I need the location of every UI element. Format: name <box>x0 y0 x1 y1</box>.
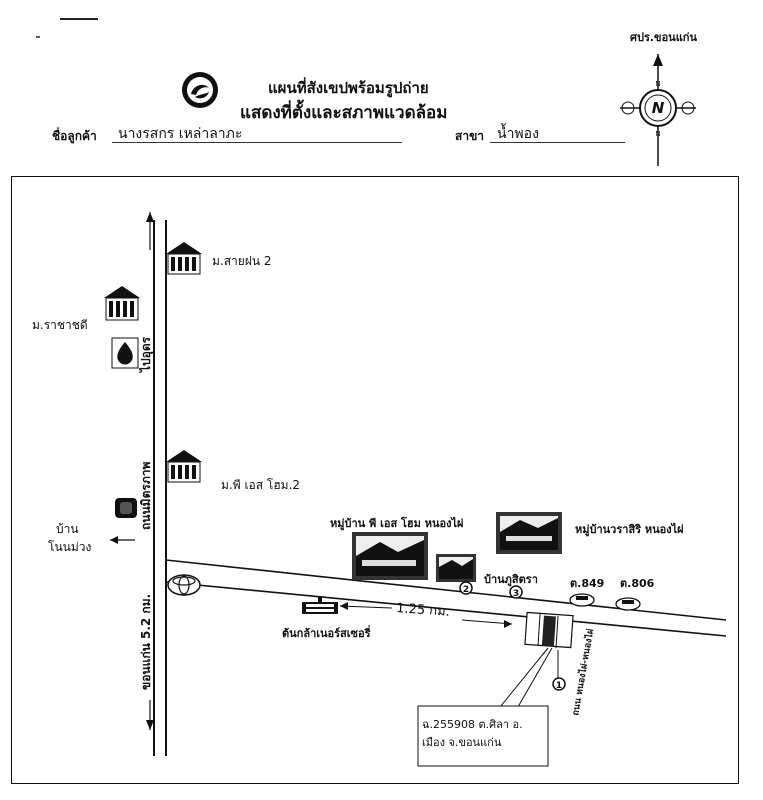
distance-arrow-right-head <box>504 620 512 628</box>
toyota-logo-icon <box>167 574 201 596</box>
photo-pes-home <box>352 532 428 580</box>
deed-box <box>417 705 549 767</box>
subject-plot-hatch <box>541 615 556 647</box>
nongphai-road-label: ถนน หนองไผ่-หนองไผ่ <box>569 628 596 717</box>
customer-value: นางรสกร เหล่าลาภะ <box>118 126 243 142</box>
photo-warasiri <box>496 512 562 554</box>
marker-2-label: 2 <box>463 585 469 595</box>
leader-line-2 <box>514 647 553 713</box>
arrow-north-head <box>146 212 154 222</box>
bank-logo <box>180 70 220 110</box>
deed-line-2: เมือง จ.ขอนแก่น <box>422 736 502 749</box>
distance-label: 1.25 กม. <box>396 601 451 620</box>
label-nursery: ต้นกล้าเนอร์สเซอรี่ <box>282 627 371 640</box>
scan-marks <box>60 18 98 20</box>
compass-north-label: N <box>652 99 665 117</box>
arrow-south-head <box>146 720 154 730</box>
marker-3-label: 3 <box>513 589 519 599</box>
branch-underline <box>490 142 625 143</box>
subject-plot-divider-2 <box>555 615 559 649</box>
office-label: ศปร.ขอนแก่น <box>630 31 697 44</box>
mitraphap-road-label: ถนนมิตรภาพ <box>139 462 153 530</box>
school-icon-rachasdi <box>104 286 140 321</box>
label-village-rachasdi: ม.ราชาชดี <box>32 318 88 332</box>
nursery-icon <box>302 596 338 614</box>
compass-mark-bottom: N <box>655 130 660 138</box>
map-title-line1: แผนที่สังเขปพร้อมรูปถ่าย <box>268 79 429 97</box>
leader-line-1 <box>495 647 549 713</box>
compass-rose-icon: N N N <box>618 50 698 170</box>
distance-arrow-right <box>461 619 513 625</box>
car-icon-806 <box>615 597 641 611</box>
marker-2: 2 <box>459 581 473 595</box>
label-plot-849: ต.849 <box>570 577 605 590</box>
label-ban-phusidra: บ้านภูสิตรา <box>484 573 538 586</box>
distance-arrow-left-head <box>340 602 348 610</box>
label-warasiri-nongphai: หมู่บ้านวราสิริ หนองไผ่ <box>575 523 684 536</box>
customer-label: ชื่อลูกค้า <box>52 129 97 143</box>
label-village-pes: ม.พี เอส โฮม.2 <box>221 478 301 492</box>
label-pes-home-nongphai: หมู่บ้าน พี เอส โฮม หนองไผ่ <box>330 517 464 530</box>
school-icon-saifon <box>166 242 202 275</box>
scan-marks-2 <box>36 36 40 38</box>
to-udon-label: ไปอุดร <box>138 336 154 374</box>
marker-1-label: 1 <box>556 681 562 691</box>
photo-phusidra <box>436 554 476 582</box>
branch-label: สาขา <box>455 129 485 143</box>
arrow-west-head <box>110 536 118 544</box>
car-icon-849 <box>569 593 595 607</box>
compass-mark-top: N <box>655 80 660 88</box>
label-village-saifon: ม.สายฝน 2 <box>212 254 272 268</box>
khonkaen-distance-label: ขอนแก่น 5.2 กม. <box>139 594 153 690</box>
map-title-line2: แสดงที่ตั้งและสภาพแวดล้อม <box>240 103 448 123</box>
map-frame <box>11 176 739 784</box>
label-plot-806: ต.806 <box>620 577 655 590</box>
distance-arrow-left <box>339 605 393 609</box>
deed-line-1: ฉ.255908 ต.ศิลา อ. <box>422 718 523 731</box>
side-road-bottom-edge <box>165 581 727 637</box>
label-ban-nonmuang-1: บ้าน <box>56 522 79 536</box>
marker-1: 1 <box>552 677 566 691</box>
subject-plot-divider <box>537 613 541 647</box>
marker-3: 3 <box>509 585 523 599</box>
customer-underline <box>112 142 402 143</box>
school-icon-pes <box>166 450 202 483</box>
branch-value: น้ำพอง <box>497 126 539 142</box>
label-ban-nonmuang-2: โนนม่วง <box>48 540 92 554</box>
